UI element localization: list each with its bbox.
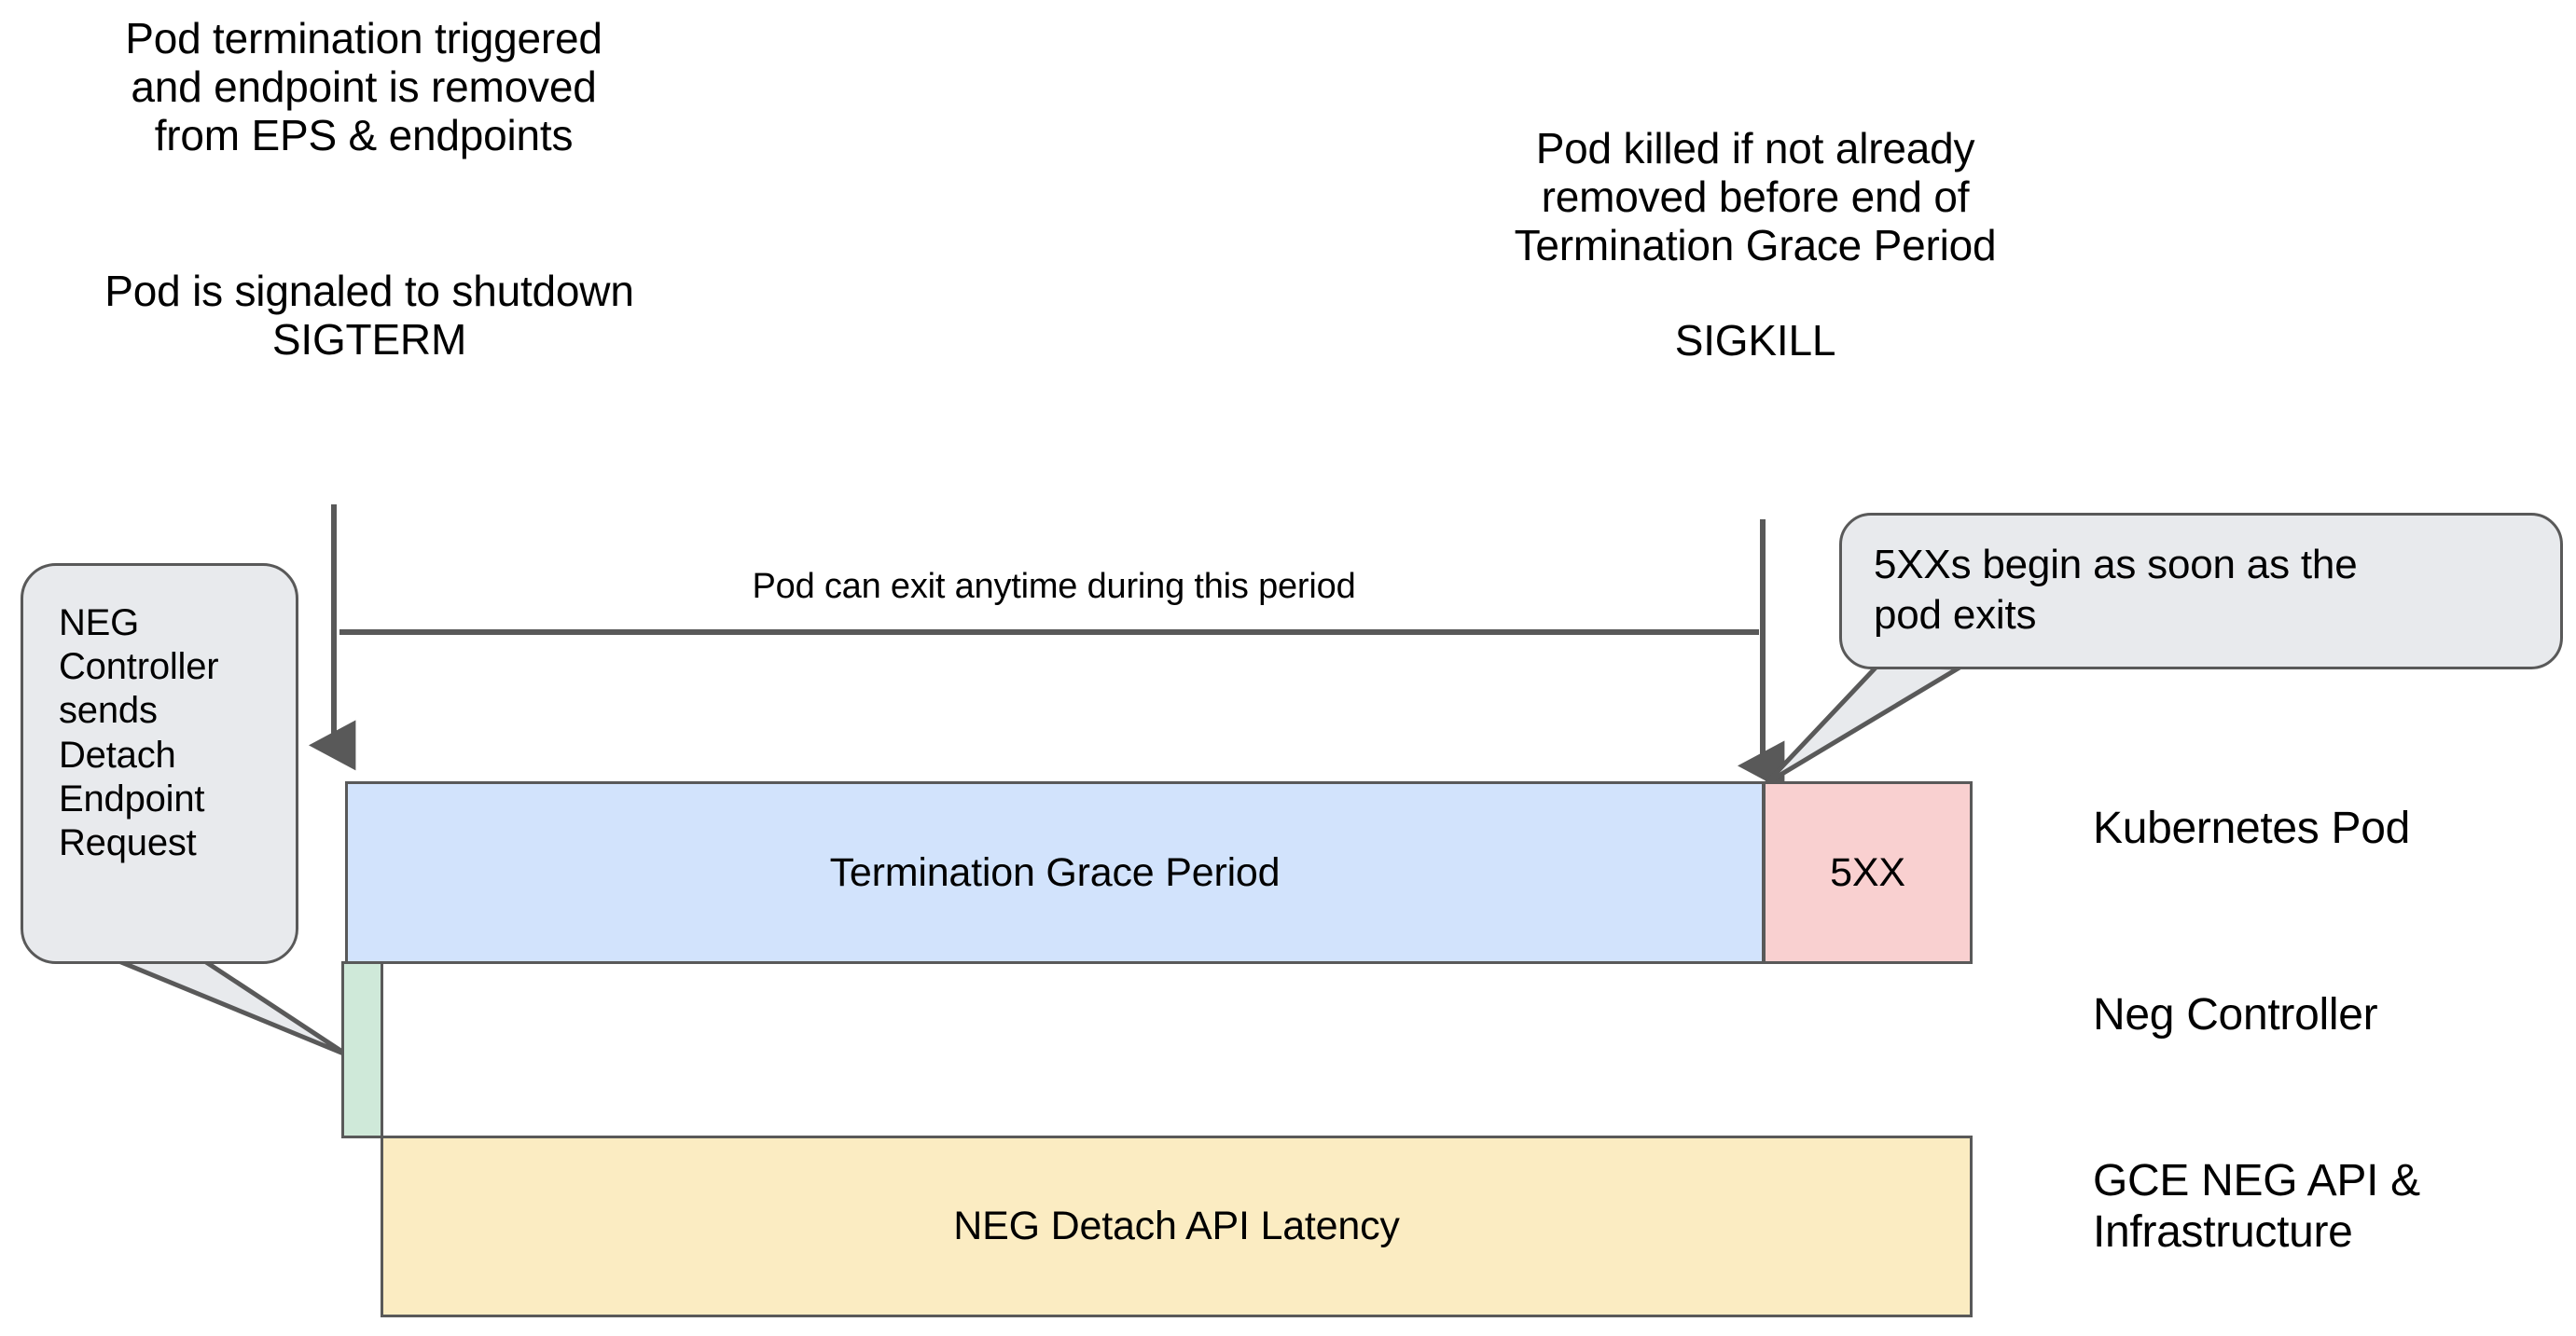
lane-label-kubernetes-pod: Kubernetes Pod — [2093, 804, 2411, 853]
note-pod-killed: Pod killed if not already removed before… — [1514, 124, 1997, 269]
bracket-label-pod-can-exit: Pod can exit anytime during this period — [752, 567, 1356, 606]
bar-label-5xx: 5XX — [1830, 849, 1905, 895]
callout-tail-5xx — [1765, 663, 1968, 786]
bar-5xx[interactable]: 5XX — [1763, 781, 1973, 964]
note-pod-signaled-shutdown: Pod is signaled to shutdown SIGTERM — [104, 267, 634, 364]
lane-label-gce-neg-api: GCE NEG API & Infrastructure — [2093, 1156, 2420, 1257]
bar-neg-detach-request[interactable] — [341, 961, 383, 1138]
bar-neg-detach-api-latency[interactable]: NEG Detach API Latency — [381, 1136, 1973, 1317]
note-sigkill: SIGKILL — [1674, 316, 1836, 365]
bar-termination-grace-period[interactable]: Termination Grace Period — [345, 781, 1765, 964]
callout-tail-neg-controller — [116, 954, 350, 1058]
bar-label-neg-detach-api-latency: NEG Detach API Latency — [953, 1204, 1400, 1248]
bar-label-termination-grace-period: Termination Grace Period — [829, 849, 1281, 895]
note-pod-termination-triggered: Pod termination triggered and endpoint i… — [125, 14, 602, 159]
callout-5xx: 5XXs begin as soon as the pod exits — [1839, 513, 2563, 669]
callout-neg-controller: NEG Controller sends Detach Endpoint Req… — [21, 563, 298, 964]
lane-label-neg-controller: Neg Controller — [2093, 990, 2378, 1040]
